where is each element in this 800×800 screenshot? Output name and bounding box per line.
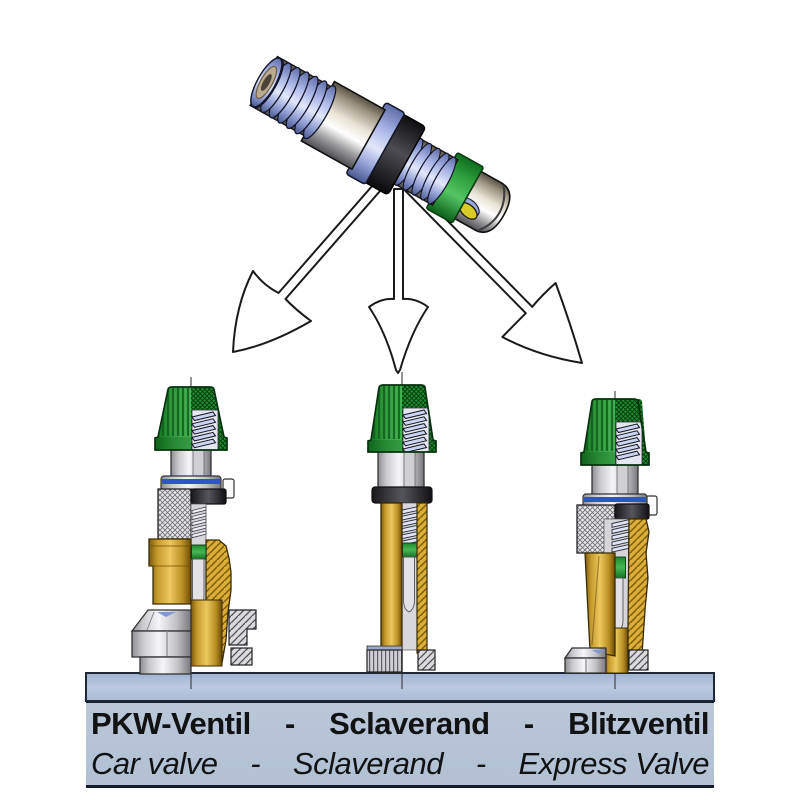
blue-stripe (584, 497, 646, 502)
express-valve-cap (580, 398, 650, 466)
green-seal-ring (402, 542, 418, 558)
cap-spring (615, 423, 641, 461)
arrow-to-express-valve (397, 176, 583, 364)
arrow-to-car-valve (232, 180, 385, 353)
label-express-valve: Express Valve (518, 746, 710, 781)
rim-nut-knurled (366, 649, 403, 673)
arrow-to-sclaverand-valve (368, 188, 429, 374)
pump-head-adapter-illustration (249, 55, 511, 234)
car-valve-cap (154, 386, 228, 451)
caption-panel: PKW-Ventil - Sclaverand - Blitzventil Ca… (86, 701, 714, 788)
adapter-to-valves-arrows (232, 176, 583, 374)
valve-core-threads (191, 506, 207, 539)
label-sclaverand-en: Sclaverand (292, 746, 444, 781)
caption-row-german: PKW-Ventil - Sclaverand - Blitzventil (91, 706, 709, 742)
label-car-valve: Car valve (91, 746, 218, 781)
adapter-front-threads (252, 58, 337, 140)
cap-spring (191, 411, 217, 449)
separator-dash: - (285, 706, 295, 741)
separator-dash: - (475, 746, 486, 781)
car-valve-illustration (130, 386, 257, 675)
rubber-seal-disc (371, 486, 433, 504)
sclaverand-valve-cap (367, 384, 437, 453)
caption-row-english: Car valve - Sclaverand - Express Valve (91, 746, 709, 782)
label-sclaverand: Sclaverand (329, 706, 490, 741)
sclaverand-valve-illustration (366, 384, 437, 673)
rim-bar (85, 672, 715, 702)
express-valve-illustration (563, 398, 658, 674)
green-seal-ring (191, 544, 207, 560)
separator-dash: - (523, 706, 534, 741)
label-blitzventil: Blitzventil (568, 706, 709, 741)
cap-spring (402, 409, 428, 452)
label-pkw-ventil: PKW-Ventil (91, 706, 251, 741)
separator-dash: - (250, 746, 261, 781)
blue-stripe (162, 479, 220, 484)
